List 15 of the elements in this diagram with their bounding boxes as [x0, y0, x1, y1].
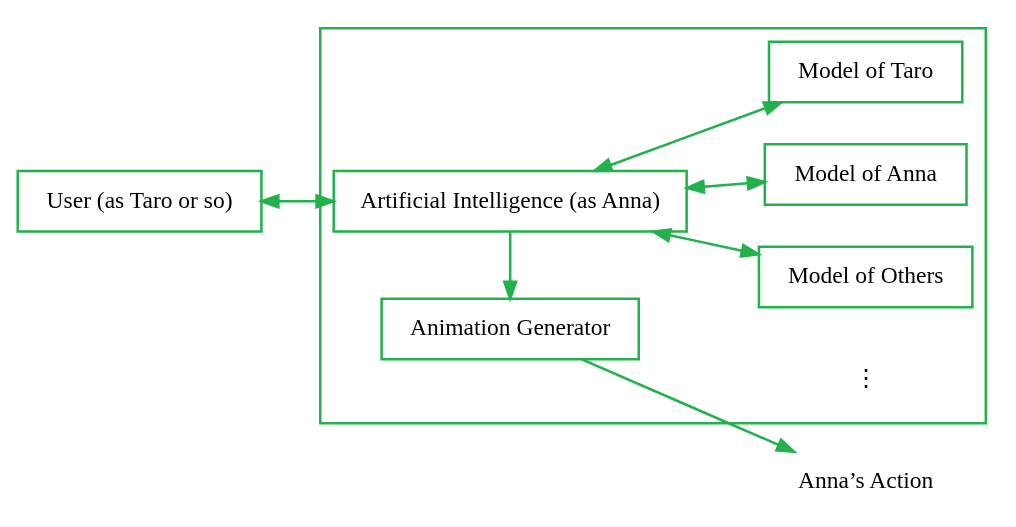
- node-box: Model of Others: [757, 245, 974, 309]
- node-box: User (as Taro or so): [15, 169, 263, 233]
- node-text: Anna’s Action: [797, 467, 933, 494]
- label: ⋮: [853, 364, 878, 391]
- arrow: [580, 358, 798, 454]
- cluster: [318, 26, 987, 425]
- arrow: [257, 193, 337, 209]
- arrow: [502, 231, 518, 303]
- node-box: Artificial Intelligence (as Anna): [331, 169, 688, 233]
- arrow: [648, 227, 762, 258]
- arrow: [682, 175, 769, 195]
- arrow: [590, 100, 785, 173]
- node-box: Animation Generator: [379, 297, 640, 361]
- node-box: Model of Anna: [763, 142, 968, 206]
- node-box: Model of Taro: [767, 40, 964, 104]
